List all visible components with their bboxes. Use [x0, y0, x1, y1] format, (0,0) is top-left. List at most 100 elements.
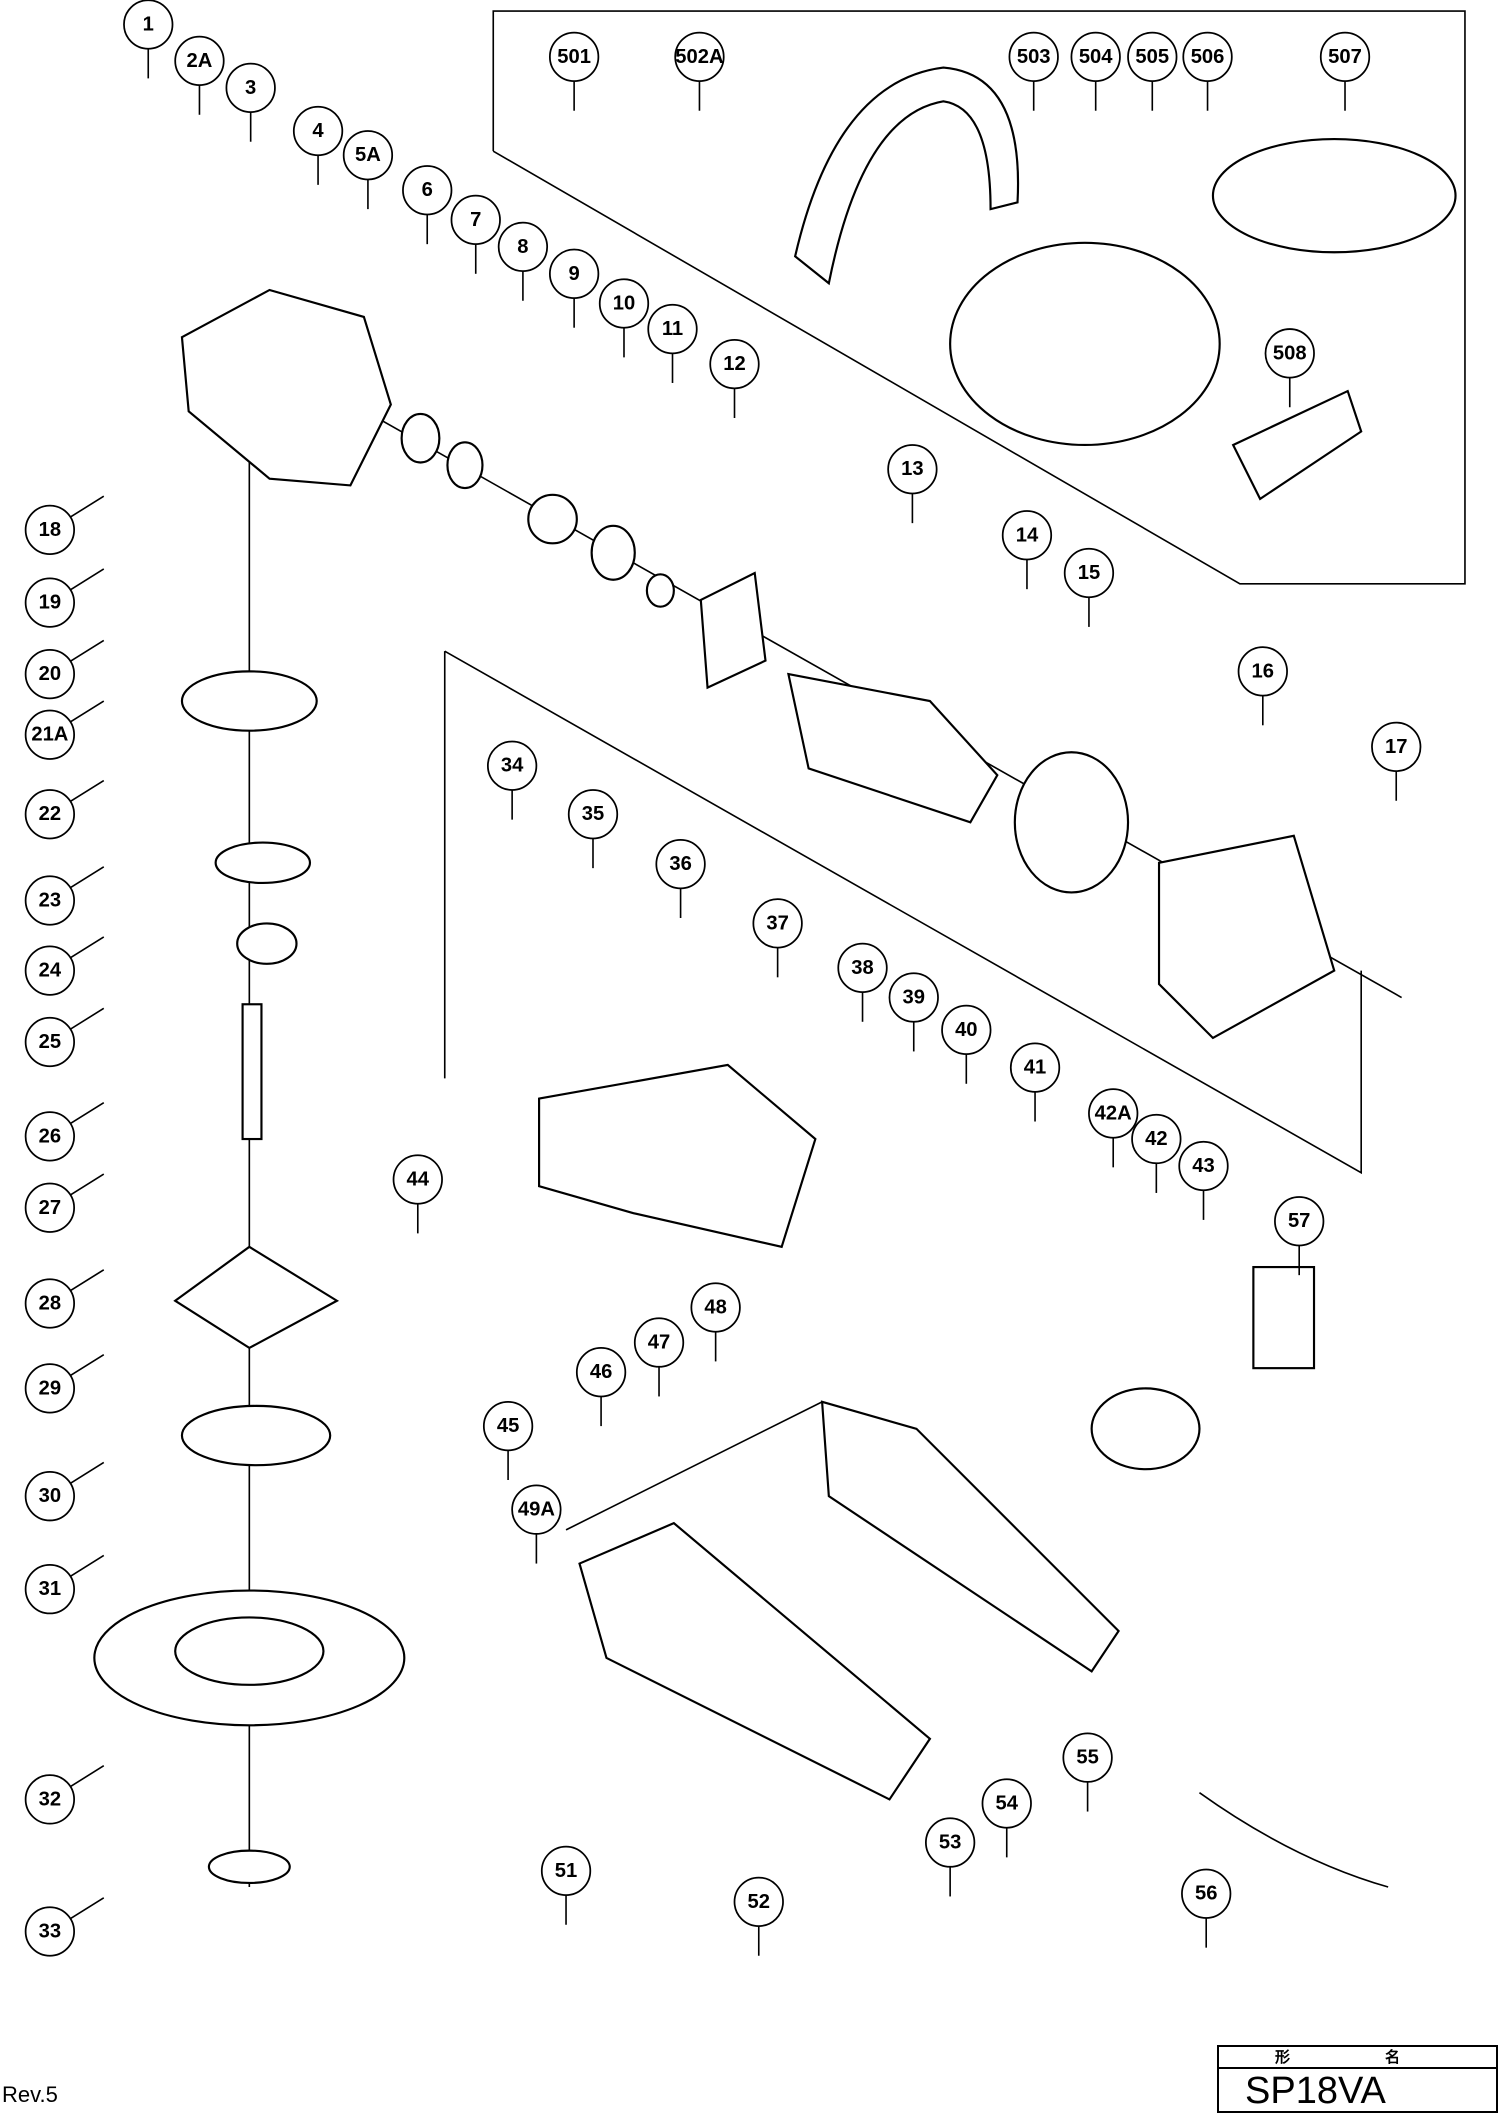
callout-circle: [598, 278, 650, 329]
callout-9: 9: [548, 248, 600, 328]
callout-number: 23: [39, 889, 61, 911]
callout-circle: [450, 194, 501, 246]
callout-number: 28: [39, 1292, 61, 1314]
callout-number: 27: [39, 1197, 61, 1219]
callout-41: 41: [1009, 1042, 1061, 1122]
callout-24: 24: [24, 936, 105, 996]
callout-48: 48: [690, 1282, 741, 1362]
callout-circle: [888, 972, 939, 1023]
callout-number: 32: [39, 1788, 61, 1810]
callout-number: 3: [245, 77, 256, 99]
callout-30: 30: [24, 1461, 105, 1522]
callout-circle: [925, 1817, 976, 1868]
controller-42: [1090, 1387, 1201, 1471]
housing-35: [538, 1063, 817, 1249]
callout-number: 15: [1078, 562, 1100, 584]
title-block-header: 形 名: [1219, 2047, 1496, 2069]
callout-number: 507: [1328, 46, 1362, 68]
callout-number: 19: [39, 592, 61, 614]
callout-circle: [24, 504, 75, 556]
callout-34: 34: [486, 740, 538, 820]
callout-circle: [1063, 547, 1115, 599]
ring-6: [400, 412, 441, 464]
callout-number: 30: [39, 1485, 61, 1507]
callout-number: 10: [613, 292, 635, 314]
disc-507: [1211, 137, 1457, 254]
callout-56: 56: [1181, 1868, 1232, 1948]
callout-circle: [24, 875, 75, 926]
callout-number: 503: [1017, 46, 1051, 68]
callout-number: 5A: [355, 144, 381, 166]
callout-number: 52: [748, 1891, 770, 1913]
callout-circle: [511, 1484, 562, 1535]
callout-37: 37: [752, 898, 803, 978]
callout-circle: [24, 577, 75, 628]
callout-16: 16: [1237, 646, 1288, 726]
callout-33: 33: [24, 1897, 105, 1957]
callout-circle: [1008, 31, 1059, 82]
callout-number: 57: [1288, 1210, 1310, 1232]
callout-circle: [24, 945, 75, 996]
callout-52: 52: [733, 1876, 784, 1956]
callout-number: 504: [1079, 46, 1113, 68]
callout-circle: [633, 1317, 685, 1368]
callout-circle: [24, 1182, 75, 1233]
callout-circle: [1371, 721, 1422, 772]
callout-circle: [174, 35, 225, 87]
callout-5a: 5A: [342, 130, 394, 210]
handle-cover: [820, 1400, 1120, 1673]
packing-29: [173, 1245, 340, 1350]
callout-number: 35: [582, 803, 604, 825]
callout-circle: [575, 1347, 627, 1398]
callout-circle: [123, 0, 174, 50]
callout-circle: [392, 1154, 443, 1205]
gear-cover: [180, 288, 392, 487]
callout-43: 43: [1178, 1140, 1229, 1220]
callout-circle: [342, 130, 394, 181]
callout-44: 44: [392, 1154, 443, 1234]
callout-circle: [1088, 1088, 1139, 1139]
callout-circle: [1178, 1140, 1229, 1192]
callout-number: 31: [39, 1578, 61, 1600]
callout-circle: [1319, 31, 1371, 82]
callout-23: 23: [24, 866, 105, 926]
callout-13: 13: [887, 444, 938, 524]
ring-11: [645, 573, 675, 608]
callout-number: 54: [995, 1792, 1018, 1814]
callout-circle: [647, 303, 698, 355]
callout-49a: 49A: [511, 1484, 562, 1564]
callout-number: 14: [1016, 524, 1039, 546]
callout-number: 46: [590, 1361, 612, 1383]
callout-11: 11: [647, 303, 698, 383]
callout-circle: [402, 165, 453, 216]
callout-number: 16: [1252, 660, 1274, 682]
bearing-9: [527, 493, 578, 545]
callout-31: 31: [24, 1554, 105, 1615]
callout-number: 45: [497, 1415, 519, 1437]
side-handle-503: [793, 66, 1020, 286]
callout-506: 506: [1182, 31, 1233, 111]
callout-number: 22: [39, 803, 61, 825]
callout-508: 508: [1264, 328, 1315, 408]
callout-circle: [24, 709, 75, 760]
callout-circle: [1182, 31, 1233, 82]
callout-circle: [1127, 31, 1178, 82]
handle-group-outline: [565, 1401, 823, 1531]
callout-number: 17: [1385, 736, 1407, 758]
callout-number: 18: [39, 519, 61, 541]
callout-layer: 12A345A6789101112131415161718192021A2223…: [24, 0, 1422, 1957]
callout-3: 3: [225, 62, 276, 142]
callout-number: 508: [1273, 342, 1307, 364]
callout-number: 501: [557, 46, 591, 68]
callout-circle: [1131, 1113, 1182, 1165]
callout-circle: [548, 31, 600, 82]
callout-17: 17: [1371, 721, 1422, 801]
callout-4: 4: [292, 105, 344, 185]
callout-6: 6: [402, 165, 453, 245]
callout-circle: [1009, 1042, 1061, 1093]
callout-18: 18: [24, 495, 105, 556]
callout-circle: [292, 105, 344, 157]
revision-label: Rev.5: [2, 2082, 58, 2107]
callout-number: 43: [1192, 1155, 1214, 1177]
